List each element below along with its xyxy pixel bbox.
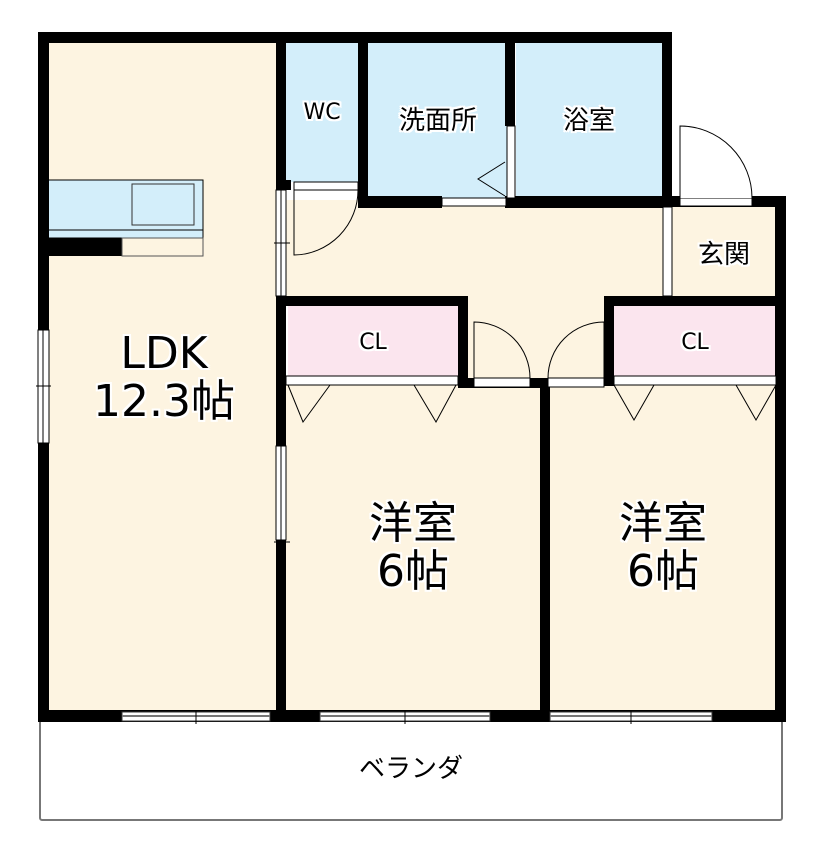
ldk-size: 12.3帖 (93, 376, 235, 427)
wc-door (293, 189, 359, 256)
closet-left-floor (288, 306, 458, 376)
closet-right-floor (614, 306, 776, 376)
hall-lower-floor (460, 300, 610, 380)
western-right-size: 6帖 (627, 546, 699, 597)
western-right-name: 洋室 (619, 498, 707, 549)
western-left-size: 6帖 (377, 546, 449, 597)
ldk-label: LDK 12.3帖 (48, 330, 280, 426)
ldk-floor (48, 42, 280, 712)
closet-left-label: CL (359, 330, 387, 355)
veranda-label: ベランダ (358, 754, 463, 784)
bath-label: 浴室 (562, 106, 615, 136)
entrance-door (679, 125, 753, 199)
washroom-label: 洗面所 (398, 106, 477, 136)
washroom-door (441, 197, 507, 207)
bath-door (506, 125, 516, 199)
ldk-name: LDK (120, 328, 208, 379)
western-left-door (473, 321, 531, 379)
closet-right-label: CL (681, 330, 709, 355)
wc-label: WC (303, 100, 341, 125)
hallway-floor (280, 200, 780, 300)
kitchen-sink (131, 183, 195, 226)
entrance-label: 玄関 (697, 240, 750, 270)
western-left-name: 洋室 (369, 498, 457, 549)
wc-floor (286, 42, 358, 182)
windows-bottom (121, 710, 713, 724)
western-right-label: 洋室 6帖 (550, 500, 776, 596)
washroom-floor (368, 42, 508, 198)
western-rooms-floor (280, 380, 780, 712)
bath-floor (516, 42, 662, 198)
western-left-label: 洋室 6帖 (286, 500, 540, 596)
western-right-door (547, 321, 605, 379)
